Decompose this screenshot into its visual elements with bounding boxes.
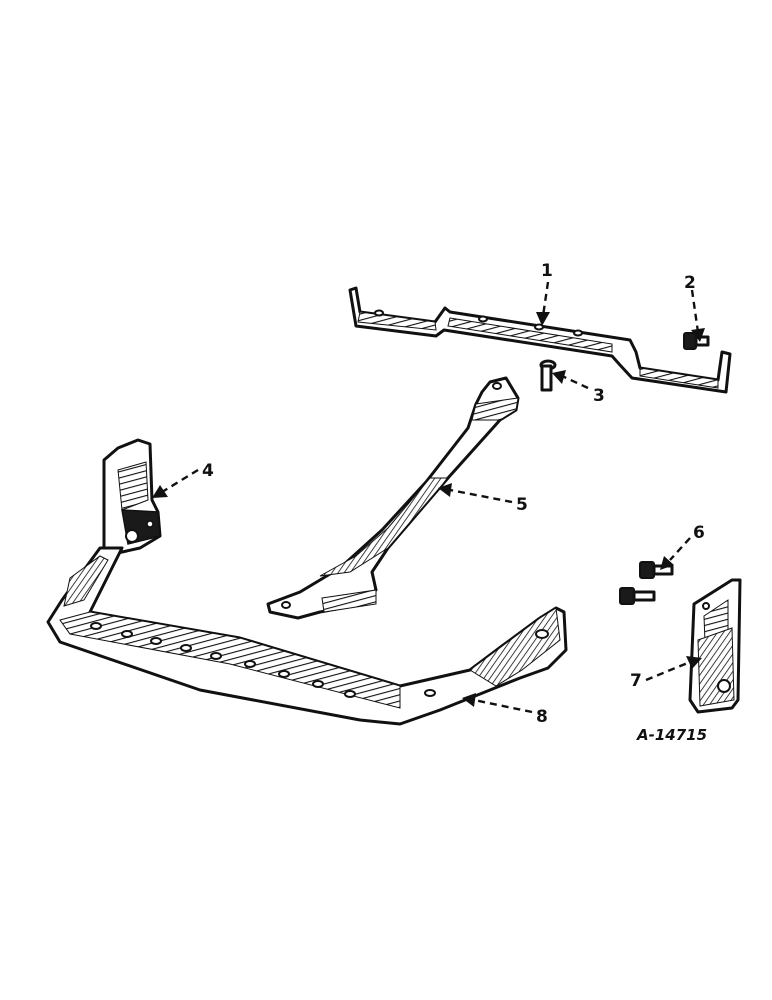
part-1-bracket (348, 286, 732, 394)
callout-8: 8 (536, 707, 548, 727)
part-5-bar (266, 376, 520, 620)
callout-5: 5 (516, 495, 528, 515)
part-3-pin (539, 359, 557, 392)
part-6-bolts (619, 561, 674, 605)
callout-6: 6 (693, 523, 705, 543)
drawing-code: A-14715 (636, 726, 707, 744)
part-4-plate (102, 438, 162, 558)
callout-2: 2 (684, 273, 696, 293)
leader-lines (152, 281, 705, 714)
callout-1: 1 (541, 261, 553, 281)
callout-3: 3 (593, 386, 605, 406)
part-8-frame (46, 546, 568, 726)
callout-7: 7 (630, 671, 642, 691)
callout-4: 4 (202, 461, 214, 481)
part-2-bolt (683, 332, 710, 350)
part-7-plate (688, 578, 742, 714)
